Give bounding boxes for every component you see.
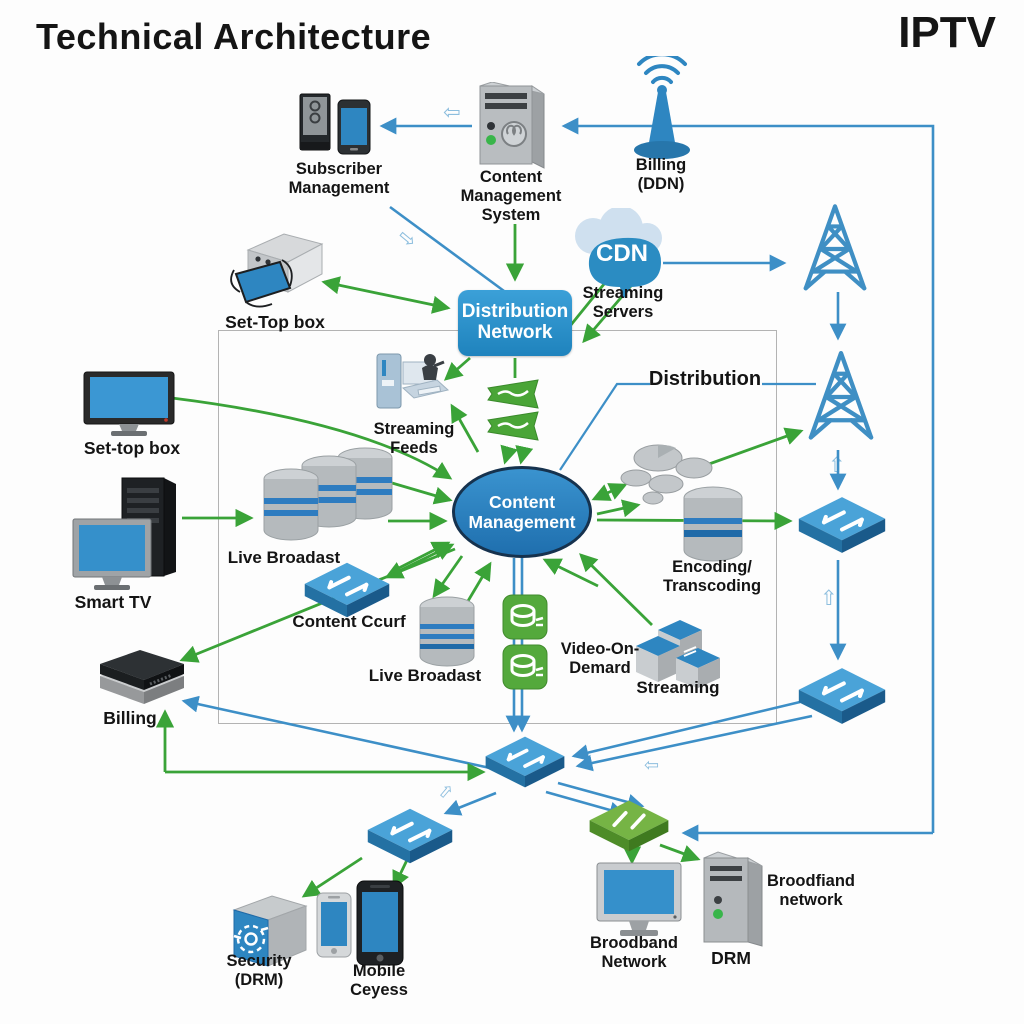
- streaming-servers-cubes-icon: [634, 616, 722, 690]
- content-management-node: Content Management: [452, 466, 592, 558]
- network-switch-icon: [797, 665, 887, 727]
- content-ccurf-label: Content Ccurf: [292, 612, 406, 631]
- mobile-access-label: Mobile Ceyess: [350, 962, 408, 1000]
- sketch-arrow-left-icon: ⇦: [644, 755, 660, 775]
- access-switch-icon: [366, 806, 454, 866]
- cms-label: Content Management System: [460, 168, 562, 225]
- cms-server-icon: [476, 82, 548, 170]
- smart-tv-label: Smart TV: [74, 592, 152, 612]
- database-icon: [682, 486, 744, 566]
- live-broadcast-2-label: Live Broadast: [368, 666, 482, 685]
- security-drm-label: Security (DRM): [226, 952, 292, 990]
- sketch-arrow-left-icon: ⇦: [443, 101, 461, 124]
- green-switch-icon: [588, 798, 670, 854]
- set-top-box-sketch-icon: [226, 230, 326, 312]
- distribution-label: Distribution: [648, 368, 762, 390]
- billing-box-icon: [92, 646, 188, 710]
- brand-title: IPTV: [898, 8, 996, 57]
- streaming-label: Streaming: [636, 678, 720, 697]
- security-drm-cube-icon: [222, 884, 314, 968]
- broadband-network-right-label: Broodfiand network: [767, 872, 855, 910]
- feed-ribbon-icon: [486, 410, 540, 442]
- subscriber-management-label: Subscriber Management: [288, 160, 390, 198]
- vod-media-icon: [502, 594, 548, 640]
- radio-tower-icon: [793, 203, 877, 295]
- blue-links: [181, 117, 935, 842]
- video-on-demand-label: Video-On-Demard: [560, 640, 640, 678]
- mobile-phone-icon: [316, 892, 354, 960]
- vod-media-icon: [502, 644, 548, 690]
- green-links: [155, 224, 804, 898]
- broadband-network-label: Broodband Network: [590, 934, 678, 972]
- feed-ribbon-icon: [486, 378, 540, 410]
- billing-antenna-icon: [626, 56, 698, 160]
- smartphone-icon: [356, 880, 406, 968]
- database-icon: [262, 468, 320, 544]
- media-segments-icon: [618, 440, 718, 508]
- set-top-box-label: Set-Top box: [225, 312, 325, 332]
- content-management-label: Content Management: [468, 491, 576, 532]
- subscriber-phone-icon: [337, 99, 373, 157]
- cdn-label: CDN: [596, 240, 648, 267]
- subscriber-server-icon: [299, 93, 337, 159]
- smart-tv-monitor-icon: [72, 518, 154, 592]
- distribution-network-node: Distribution Network: [458, 290, 572, 356]
- drm-server-icon: [698, 850, 764, 950]
- tv-icon: [83, 371, 177, 437]
- billing-label: Billing: [103, 708, 157, 728]
- page-title: Technical Architecture: [36, 16, 432, 57]
- distribution-network-label: Distribution Network: [461, 301, 569, 343]
- live-broadcast-label: Live Broadast: [227, 548, 341, 567]
- billing-ddn-label: Billing (DDN): [635, 156, 687, 194]
- drm-label: DRM: [711, 948, 751, 968]
- streaming-servers-label: Streaming Servers: [582, 284, 664, 322]
- network-switch-icon: [797, 494, 887, 556]
- set-top-box-tv-label: Set-top box: [83, 438, 181, 458]
- streaming-feeds-label: Streaming Feeds: [373, 420, 455, 458]
- radio-tower-icon: [798, 348, 884, 446]
- core-switch-icon: [484, 733, 566, 791]
- streaming-feeds-icon: [374, 350, 452, 414]
- encoding-transcoding-label: Encoding/ Transcoding: [662, 558, 762, 596]
- sketch-arrow-up-icon: ⇧: [820, 587, 838, 610]
- network-switch-icon: [303, 560, 391, 620]
- broadband-monitor-icon: [596, 862, 686, 940]
- database-icon: [418, 596, 476, 670]
